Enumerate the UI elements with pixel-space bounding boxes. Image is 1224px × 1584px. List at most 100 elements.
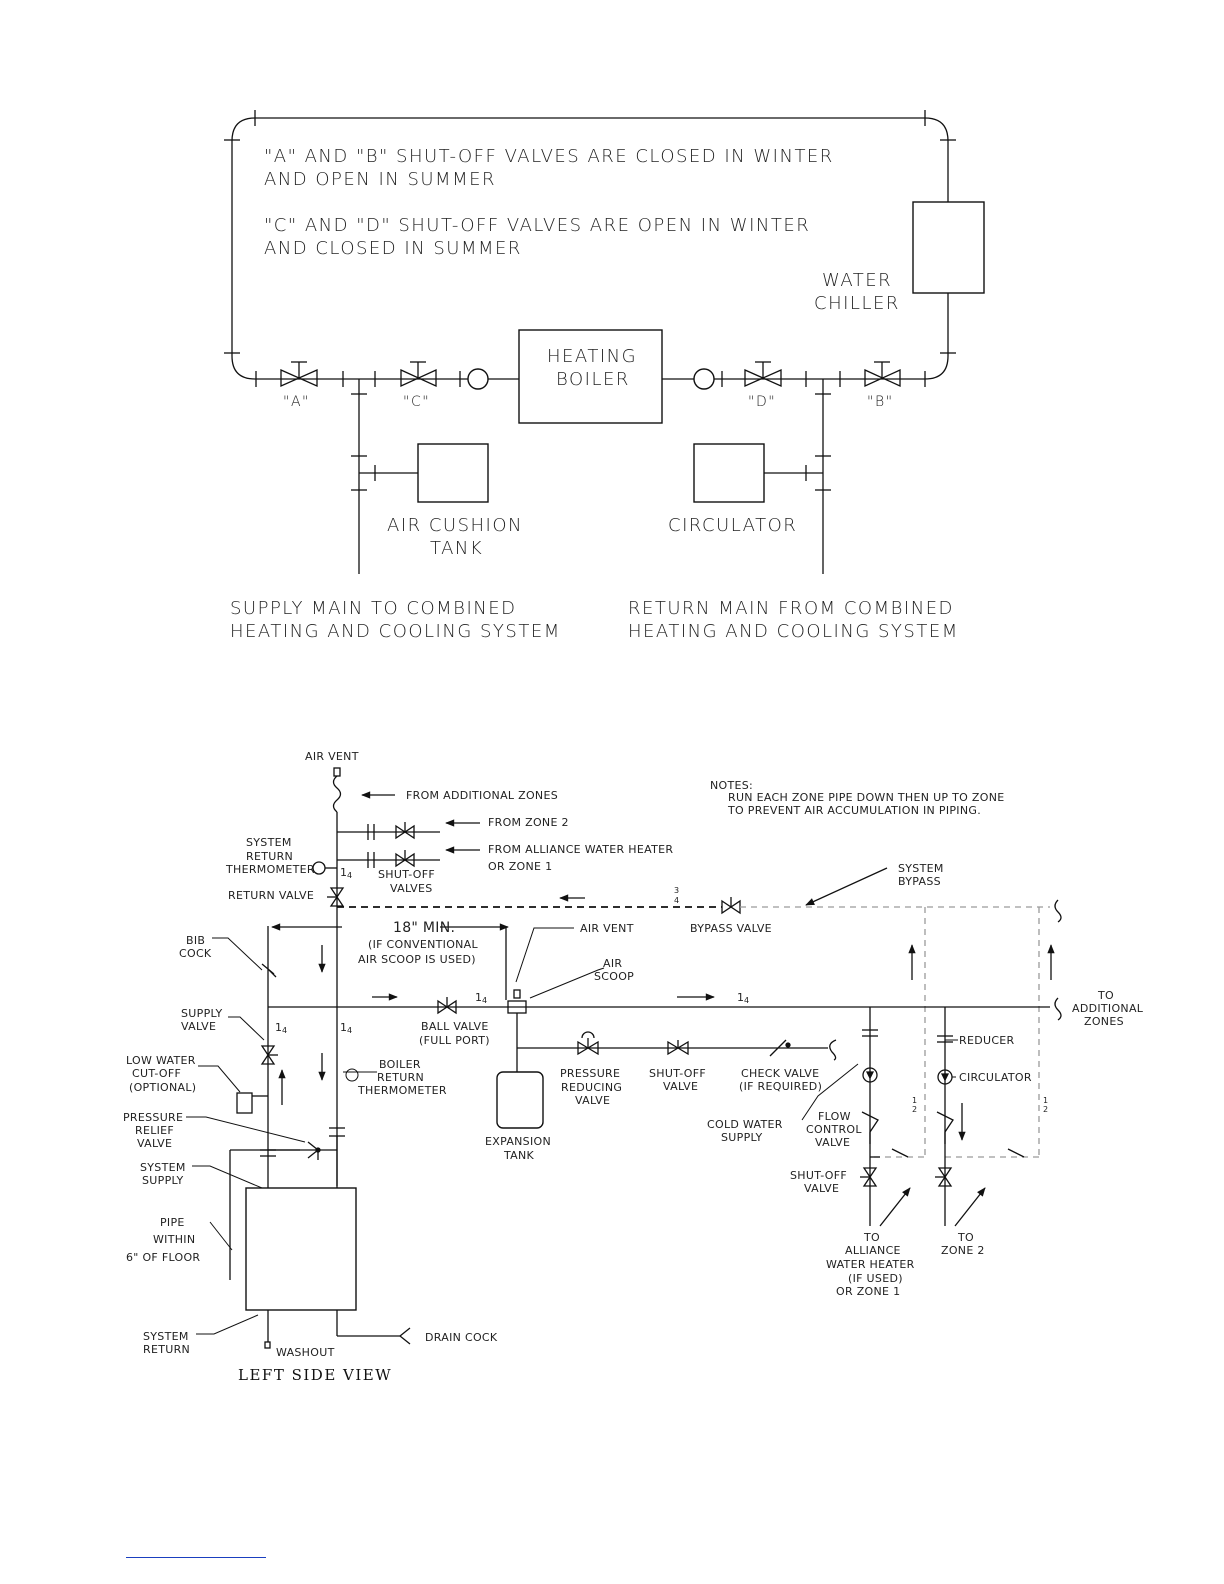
to-alliance-label-2: ALLIANCE xyxy=(845,1244,901,1257)
pressure-relief-label-3: VALVE xyxy=(137,1137,172,1150)
flow-control-label-3: VALVE xyxy=(815,1136,850,1149)
size-bypass-den: 4 xyxy=(674,896,679,905)
system-return-label: SYSTEM xyxy=(143,1330,189,1343)
to-zone-2-label-2: ZONE 2 xyxy=(941,1244,985,1257)
footer-rule xyxy=(126,1557,266,1558)
to-zone-2-label: TO xyxy=(957,1231,974,1244)
pressure-relief-label: PRESSURE xyxy=(123,1111,183,1124)
to-alliance-label-5: OR ZONE 1 xyxy=(836,1285,900,1298)
bib-cock-label-2: COCK xyxy=(179,947,212,960)
supply-riser xyxy=(236,926,337,1349)
air-vent-top-label: AIR VENT xyxy=(305,750,359,763)
shutoff-valves-label-2: VALVES xyxy=(390,882,433,895)
system-return-thermometer-label-3: THERMOMETER xyxy=(225,863,315,876)
pressure-relief-label-2: RELIEF xyxy=(135,1124,174,1137)
boiler-return-therm-label: BOILER xyxy=(379,1058,421,1071)
size-bypass-num: 3 xyxy=(674,886,679,895)
boiler-return-therm-label-2: RETURN xyxy=(377,1071,424,1084)
left-side-view-label: LEFT SIDE VIEW xyxy=(238,1366,392,1384)
washout-label: WASHOUT xyxy=(276,1346,335,1359)
supply-header xyxy=(268,989,1062,1072)
size-return-num: 1 xyxy=(340,866,347,879)
leader-lines xyxy=(186,927,958,1335)
note2-line2: AND CLOSED IN SUMMER xyxy=(264,238,522,259)
flow-control-label-2: CONTROL xyxy=(806,1123,862,1136)
supply-thermometer-icon xyxy=(467,368,489,390)
system-bypass-label: SYSTEM xyxy=(898,862,944,875)
system-return-thermometer-label-2: RETURN xyxy=(246,850,293,863)
heating-boiler-box xyxy=(518,329,663,424)
size-riser-den: 4 xyxy=(347,1026,352,1035)
size-supply-num: 1 xyxy=(275,1021,282,1034)
zone2-branch xyxy=(935,1007,1025,1226)
boiler-box xyxy=(245,1187,357,1311)
to-alliance-label-3: WATER HEATER xyxy=(826,1258,915,1271)
air-cushion-label: AIR CUSHION xyxy=(387,515,523,536)
pipe-size-labels: 1 4 3 4 1 4 1 4 1 4 1 4 1 2 1 2 xyxy=(275,866,1048,1114)
size-zone2-den: 2 xyxy=(1043,1105,1048,1114)
pipe-within-label-3: 6" OF FLOOR xyxy=(126,1251,200,1264)
size-riser-num: 1 xyxy=(340,1021,347,1034)
circulator-label: CIRCULATOR xyxy=(668,515,797,536)
top-diagram: "A" AND "B" SHUT-OFF VALVES ARE CLOSED I… xyxy=(224,110,985,642)
low-water-label: LOW WATER xyxy=(126,1054,196,1067)
return-branches xyxy=(312,822,440,907)
from-alliance-label: FROM ALLIANCE WATER HEATER xyxy=(488,843,673,856)
from-additional-zones-label: FROM ADDITIONAL ZONES xyxy=(406,789,558,802)
valve-b-label: "B" xyxy=(867,394,894,410)
from-alliance-label-2: OR ZONE 1 xyxy=(488,860,552,873)
ball-valve-label: BALL VALVE xyxy=(421,1020,489,1033)
note1-line1: "A" AND "B" SHUT-OFF VALVES ARE CLOSED I… xyxy=(264,146,834,167)
flow-arrows xyxy=(271,791,1055,1227)
note1-line2: AND OPEN IN SUMMER xyxy=(264,169,496,190)
valve-d-label: "D" xyxy=(748,394,776,410)
air-cushion-tank-box xyxy=(417,443,489,503)
pressure-reducing-label-2: REDUCING xyxy=(561,1081,622,1094)
pressure-reducing-label-3: VALVE xyxy=(575,1094,610,1107)
check-valve-label: CHECK VALVE xyxy=(741,1067,819,1080)
to-alliance-label: TO xyxy=(863,1231,880,1244)
return-main-label: RETURN MAIN FROM COMBINED xyxy=(628,598,954,619)
top-valves xyxy=(280,361,901,388)
flow-control-label: FLOW xyxy=(818,1110,851,1123)
heating-boiler-label: HEATING xyxy=(547,346,637,367)
conventional-label: (IF CONVENTIONAL xyxy=(368,938,479,951)
boiler-return-therm-label-3: THERMOMETER xyxy=(357,1084,447,1097)
return-main-label-2: HEATING AND COOLING SYSTEM xyxy=(628,621,959,642)
size-zone2-num: 1 xyxy=(1043,1096,1048,1105)
heating-boiler-label-2: BOILER xyxy=(556,369,630,390)
to-alliance-label-4: (IF USED) xyxy=(848,1272,903,1285)
shutoff-valve-mid-label-2: VALVE xyxy=(663,1080,698,1093)
shutoff-valve-right-label: SHUT-OFF xyxy=(790,1169,847,1182)
cold-water-label: COLD WATER xyxy=(707,1118,783,1131)
to-additional-zones-label: TO xyxy=(1097,989,1114,1002)
system-supply-label: SYSTEM xyxy=(140,1161,186,1174)
supply-main-label: SUPPLY MAIN TO COMBINED xyxy=(230,598,516,619)
expansion-tank-label-2: TANK xyxy=(503,1149,535,1162)
system-bypass-label-2: BYPASS xyxy=(898,875,941,888)
system-supply-label-2: SUPPLY xyxy=(142,1174,184,1187)
size-ball-num: 1 xyxy=(475,991,482,1004)
to-additional-zones-label-3: ZONES xyxy=(1084,1015,1124,1028)
size-ball-den: 4 xyxy=(482,996,487,1005)
bib-cock-label: BIB xyxy=(186,934,205,947)
circulator-box xyxy=(693,443,765,503)
size-main-den: 4 xyxy=(744,996,749,1005)
return-valve-label: RETURN VALVE xyxy=(228,889,314,902)
water-chiller-label-2: CHILLER xyxy=(814,293,900,314)
loop-fittings xyxy=(224,110,956,387)
shutoff-valve-right-label-2: VALVE xyxy=(804,1182,839,1195)
vertical-drops xyxy=(351,379,831,574)
system-return-thermometer-label: SYSTEM xyxy=(246,836,292,849)
valve-c-label: "C" xyxy=(403,394,430,410)
shutoff-valves-label: SHUT-OFF xyxy=(378,868,435,881)
check-valve-label-2: (IF REQUIRED) xyxy=(739,1080,822,1093)
supply-valve-label: SUPPLY xyxy=(181,1007,223,1020)
to-additional-zones-label-2: ADDITIONAL xyxy=(1072,1002,1144,1015)
bypass-valve-label: BYPASS VALVE xyxy=(690,922,772,935)
eighteen-min-label: 18" MIN. xyxy=(393,920,455,936)
conventional-label-2: AIR SCOOP IS USED) xyxy=(358,953,476,966)
supply-valve-label-2: VALVE xyxy=(181,1020,216,1033)
notes-line1: RUN EACH ZONE PIPE DOWN THEN UP TO ZONE xyxy=(728,791,1005,804)
